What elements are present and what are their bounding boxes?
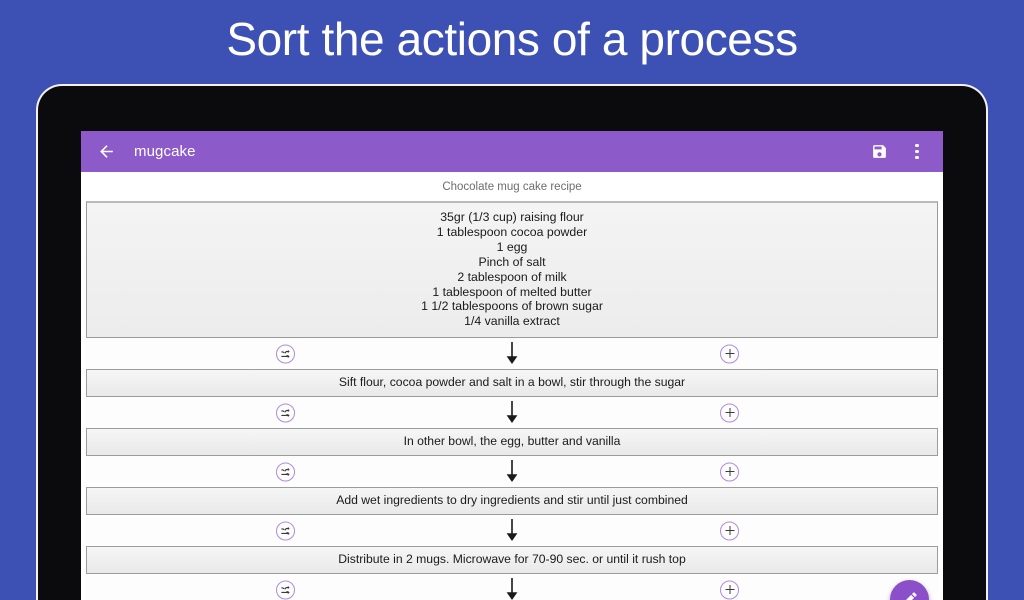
app-bar: mugcake	[81, 131, 943, 172]
ingredient-line: 1 egg	[496, 239, 528, 254]
step-item[interactable]: Sift flour, cocoa powder and salt in a b…	[86, 369, 938, 398]
plus-icon[interactable]	[720, 403, 739, 423]
back-arrow-icon[interactable]	[91, 137, 121, 167]
step-item[interactable]: Distribute in 2 mugs. Microwave for 70-9…	[86, 546, 938, 575]
ingredients-card[interactable]: 35gr (1/3 cup) raising flour 1 tablespoo…	[86, 201, 938, 339]
ingredient-line: 1 tablespoon cocoa powder	[436, 224, 588, 239]
tablet-screen: mugcake Chocolate mug cake recipe	[81, 131, 943, 600]
recipe-subtitle: Chocolate mug cake recipe	[442, 181, 582, 193]
process-list: 35gr (1/3 cup) raising flour 1 tablespoo…	[81, 201, 943, 600]
arrow-down-icon	[504, 342, 520, 366]
arrow-down-icon	[504, 578, 520, 600]
step-item[interactable]: In other bowl, the egg, butter and vanil…	[86, 428, 938, 457]
step-item[interactable]: Add wet ingredients to dry ingredients a…	[86, 487, 938, 516]
shuffle-icon[interactable]	[276, 403, 295, 423]
ingredient-line: 35gr (1/3 cup) raising flour	[440, 210, 584, 224]
connector-row	[86, 456, 938, 488]
pencil-edit-icon	[906, 592, 917, 600]
ingredient-line: 2 tablespoon of milk	[457, 269, 567, 284]
arrow-down-icon	[504, 460, 520, 484]
promo-headline: Sort the actions of a process	[226, 13, 798, 65]
recipe-content: Chocolate mug cake recipe 35gr (1/3 cup)…	[81, 172, 943, 600]
edit-fab[interactable]	[890, 580, 929, 600]
shuffle-icon[interactable]	[276, 521, 295, 541]
arrow-down-icon	[504, 401, 520, 425]
plus-icon[interactable]	[720, 521, 739, 541]
overflow-menu-icon[interactable]	[902, 137, 932, 167]
tablet-device-frame: mugcake Chocolate mug cake recipe	[36, 84, 988, 600]
plus-icon[interactable]	[720, 580, 739, 600]
ingredient-line: 1/4 vanilla extract	[464, 314, 560, 329]
shuffle-icon[interactable]	[276, 344, 295, 364]
overflow-dots	[915, 144, 919, 159]
save-icon[interactable]	[864, 137, 894, 167]
arrow-down-icon	[504, 519, 520, 543]
connector-row	[86, 397, 938, 429]
connector-row	[86, 338, 938, 370]
ingredient-line: Pinch of salt	[478, 254, 546, 269]
ingredients-text: 35gr (1/3 cup) raising flour 1 tablespoo…	[87, 203, 937, 337]
app-bar-title: mugcake	[134, 143, 196, 160]
connector-row	[86, 574, 938, 600]
connector-row	[86, 515, 938, 547]
app-bar-actions	[864, 137, 932, 167]
plus-icon[interactable]	[720, 462, 739, 482]
shuffle-icon[interactable]	[276, 462, 295, 482]
ingredient-line: 1 1/2 tablespoons of brown sugar	[421, 299, 603, 314]
shuffle-icon[interactable]	[276, 580, 295, 600]
plus-icon[interactable]	[720, 344, 739, 364]
ingredient-line: 1 tablespoon of melted butter	[432, 284, 592, 299]
